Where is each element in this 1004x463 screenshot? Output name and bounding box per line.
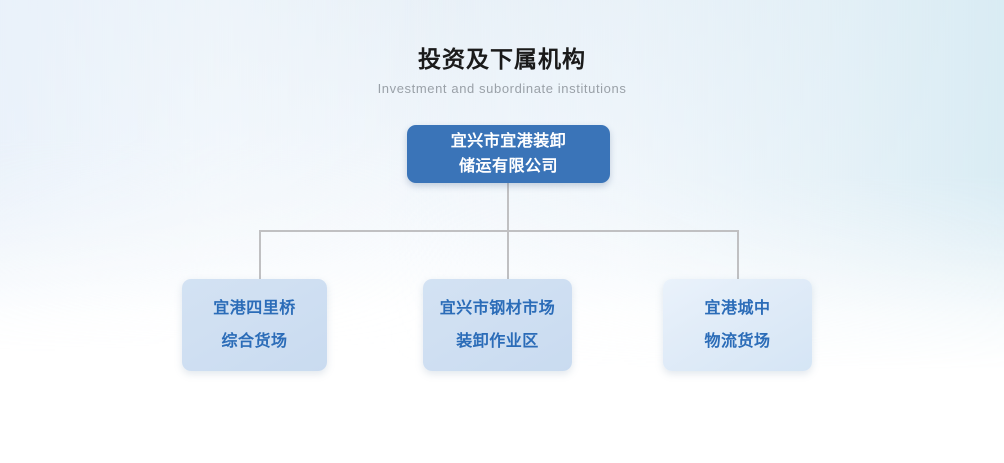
org-node-child-0[interactable]: 宜港四里桥 综合货场 xyxy=(182,279,327,371)
org-node-child-2[interactable]: 宜港城中 物流货场 xyxy=(663,279,812,371)
org-node-child-2-line-2: 物流货场 xyxy=(704,333,771,350)
org-node-child-0-line-1: 宜港四里桥 xyxy=(213,300,296,317)
org-node-root-line-1: 宜兴市宜港装卸 xyxy=(450,133,567,150)
org-node-root[interactable]: 宜兴市宜港装卸 储运有限公司 xyxy=(407,125,610,183)
org-node-child-1-line-2: 装卸作业区 xyxy=(456,333,539,350)
page-title: 投资及下属机构 xyxy=(418,46,586,72)
org-node-child-2-line-1: 宜港城中 xyxy=(704,300,771,317)
page-heading: 投资及下属机构 Investment and subordinate insti… xyxy=(0,44,1004,97)
org-node-child-0-line-2: 综合货场 xyxy=(221,333,288,350)
connector-lines xyxy=(259,183,739,280)
page-subtitle: Investment and subordinate institutions xyxy=(377,81,627,96)
org-node-child-1[interactable]: 宜兴市钢材市场 装卸作业区 xyxy=(423,279,572,371)
org-node-root-line-2: 储运有限公司 xyxy=(458,158,558,175)
org-node-child-1-line-1: 宜兴市钢材市场 xyxy=(439,300,556,317)
